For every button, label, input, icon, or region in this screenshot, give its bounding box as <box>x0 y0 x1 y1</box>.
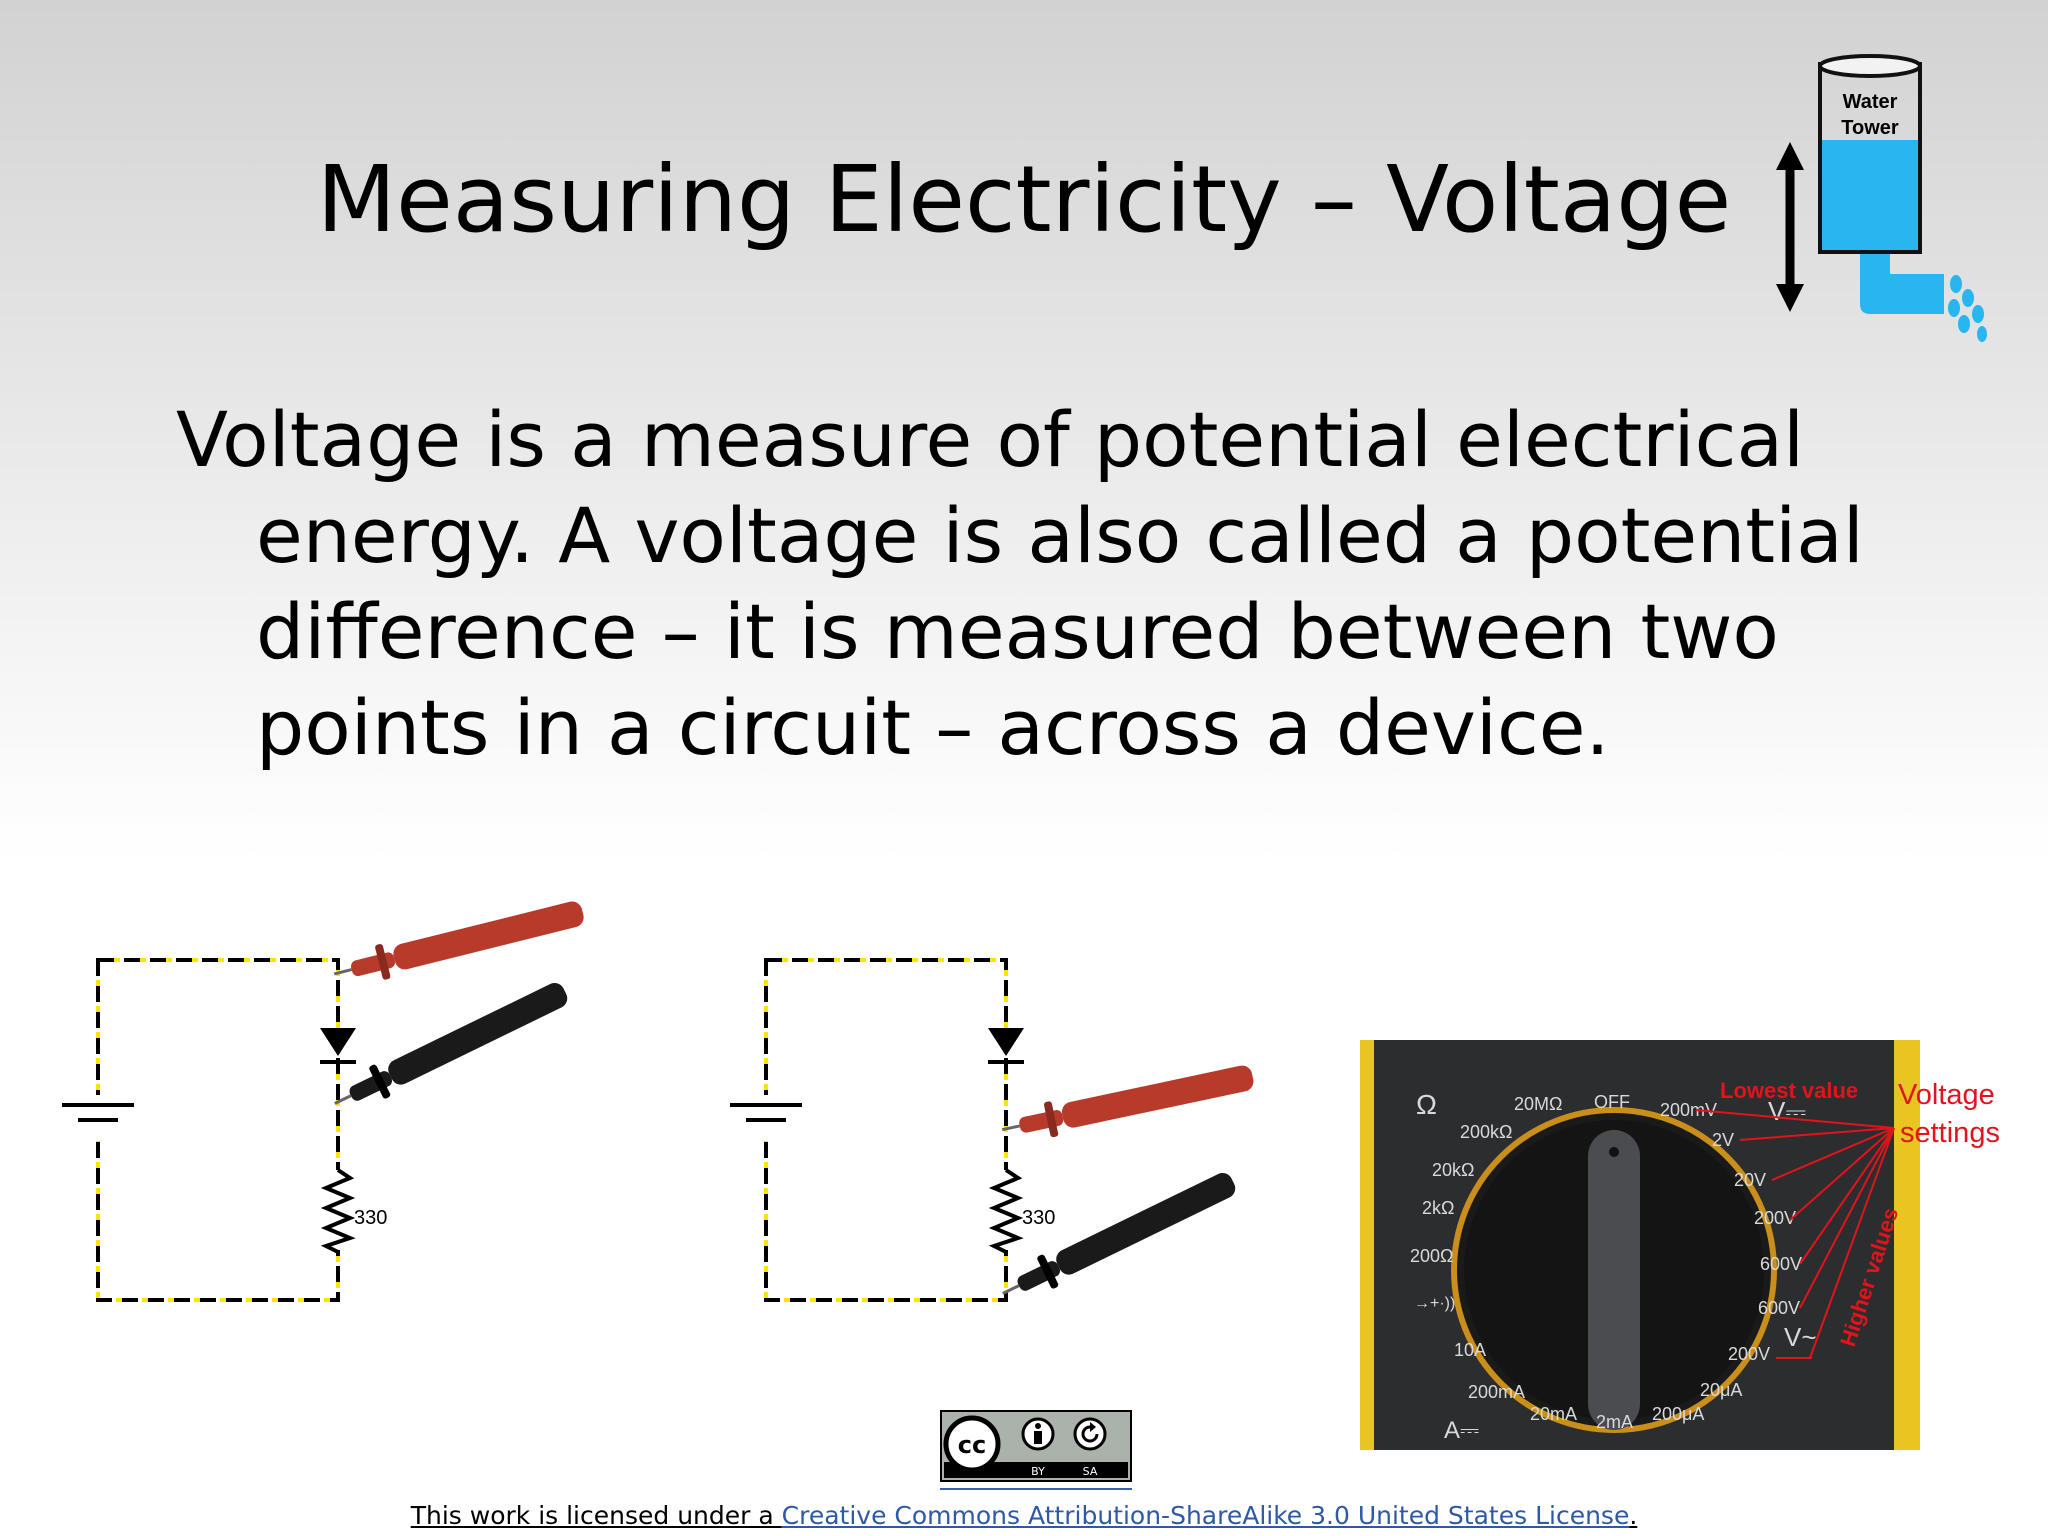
resistor-symbol <box>988 1168 1024 1254</box>
scale-label: 20V <box>1734 1170 1766 1190</box>
scale-label: 20kΩ <box>1432 1160 1474 1180</box>
multimeter-dial: Ω 20MΩ 200kΩ 20kΩ 2kΩ 200Ω →+·)) 10A 200… <box>1360 1040 2000 1450</box>
lowest-value-label: Lowest value <box>1720 1078 1858 1103</box>
scale-label: 200mA <box>1468 1382 1525 1402</box>
scale-label: 20μA <box>1700 1380 1742 1400</box>
scale-label: 2kΩ <box>1422 1198 1454 1218</box>
scale-label: 200kΩ <box>1460 1122 1513 1142</box>
scale-label-diode: →+·)) <box>1414 1295 1455 1312</box>
by-label: BY <box>1031 1465 1045 1478</box>
by-attribution-icon <box>1021 1417 1055 1451</box>
scale-label: 2mA <box>1596 1412 1633 1432</box>
probe-black <box>334 982 568 1105</box>
annotation-lines <box>1695 1109 1895 1359</box>
slide-title: Measuring Electricity – Voltage <box>316 146 1732 253</box>
cc-by-sa-badge[interactable]: cc BY SA <box>940 1410 1132 1482</box>
circuit-diagram-diode: 330 <box>62 901 584 1302</box>
scale-label: 200V <box>1754 1208 1796 1228</box>
tower-pipe <box>1860 250 1944 314</box>
scale-label: 2V <box>1712 1130 1734 1150</box>
water-tower-illustration: Water Tower <box>1776 54 1987 342</box>
license-notice: This work is licensed under a Creative C… <box>0 1500 2048 1532</box>
probe-red <box>1001 1065 1254 1138</box>
scale-label: 20MΩ <box>1514 1094 1562 1114</box>
scale-label-ohm: Ω <box>1416 1089 1437 1120</box>
diode-symbol <box>320 1028 356 1064</box>
resistor-label: 330 <box>1022 1207 1055 1229</box>
scale-label-amps: A⎓ <box>1444 1417 1479 1444</box>
circuit-diagram-resistor: 330 <box>730 958 1254 1302</box>
battery-symbol <box>730 1095 802 1141</box>
scale-label: 600V <box>1758 1298 1800 1318</box>
resistor-label: 330 <box>354 1207 387 1229</box>
tower-tank-top <box>1818 54 1922 78</box>
height-arrow-icon <box>1776 142 1804 312</box>
ac-voltage-symbol: V~ <box>1784 1322 1817 1352</box>
cc-badge-link-underline <box>940 1488 1132 1490</box>
circuit-wire-highlight <box>96 958 340 1302</box>
tower-label-line1: Water <box>1843 91 1898 113</box>
voltage-settings-label-line2: settings <box>1900 1117 2000 1149</box>
scale-label: 200V <box>1728 1344 1770 1364</box>
scale-label: 200mV <box>1660 1100 1717 1120</box>
tower-water <box>1820 140 1920 252</box>
tower-label-line2: Tower <box>1841 117 1899 139</box>
scale-label: 200μA <box>1652 1404 1704 1424</box>
cc-icon-text: cc <box>958 1431 986 1459</box>
scale-label: 600V <box>1760 1254 1802 1274</box>
probe-black <box>1002 1172 1236 1295</box>
water-drops-icon <box>1948 275 1987 342</box>
battery-symbol <box>62 1095 134 1141</box>
dc-voltage-symbol: V⎓ <box>1768 1096 1806 1126</box>
voltage-settings-label-line1: Voltage <box>1898 1079 1995 1111</box>
dial-pointer <box>1588 1130 1640 1430</box>
circuit-wire <box>764 958 1008 1302</box>
scale-label: 10A <box>1454 1340 1486 1360</box>
license-text-suffix: . <box>1629 1501 1638 1530</box>
scale-label-off: OFF <box>1594 1092 1630 1112</box>
circuit-wire <box>96 958 340 1302</box>
slide-body-text: Voltage is a measure of potential electr… <box>176 395 1864 772</box>
cc-icon <box>943 1415 1001 1473</box>
license-text-prefix: This work is licensed under a <box>410 1501 782 1530</box>
sa-sharealike-icon <box>1073 1417 1107 1451</box>
scale-label: 20mA <box>1530 1404 1577 1424</box>
diode-symbol <box>988 1028 1024 1064</box>
sa-label: SA <box>1083 1465 1098 1478</box>
dial-pointer-dot <box>1609 1147 1619 1157</box>
probe-red <box>333 901 584 980</box>
resistor-symbol <box>320 1168 356 1254</box>
circuit-wire-highlight <box>764 958 1008 1302</box>
license-link[interactable]: Creative Commons Attribution-ShareAlike … <box>781 1501 1630 1530</box>
scale-label: 200Ω <box>1410 1246 1454 1266</box>
